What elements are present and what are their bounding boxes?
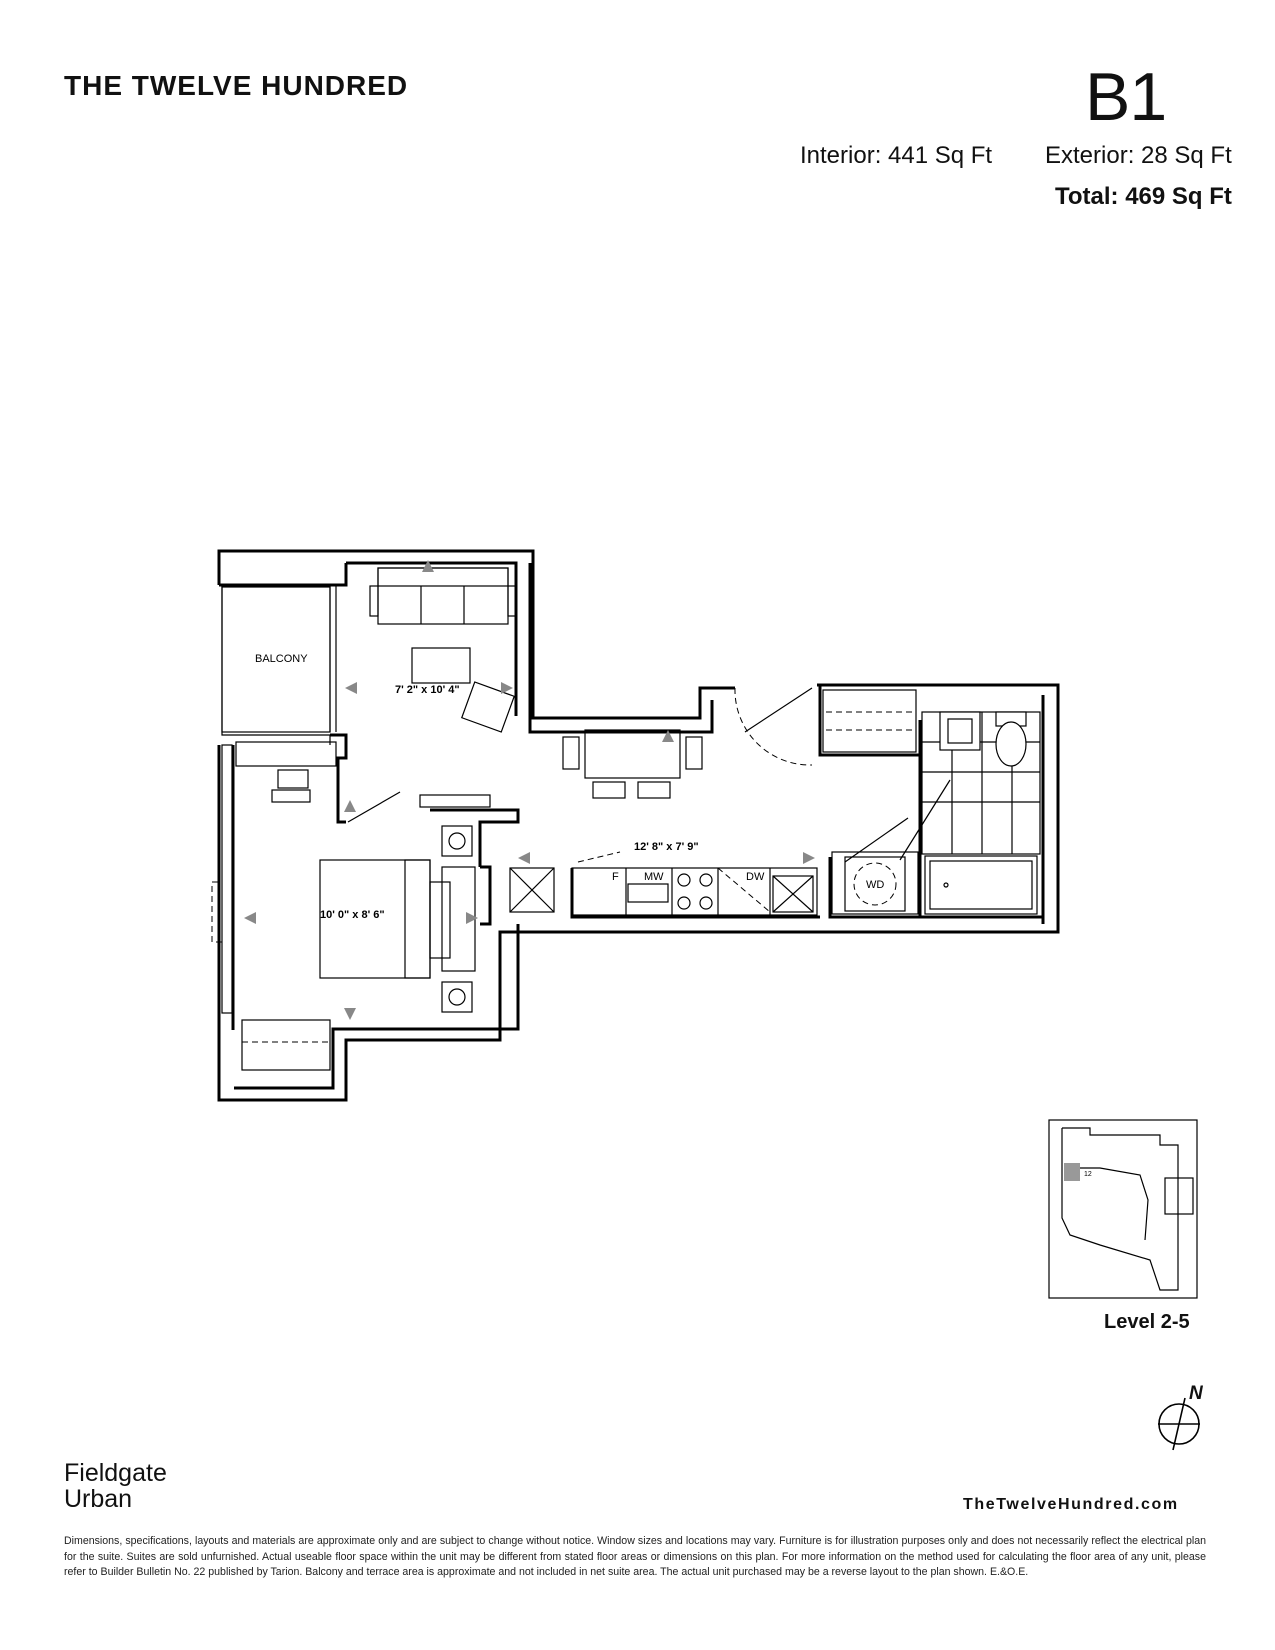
- entry-door: [744, 687, 813, 733]
- key-plan-level: Level 2-5: [1104, 1311, 1190, 1333]
- wd-label: WD: [866, 879, 884, 891]
- unit-name: B1: [1085, 59, 1167, 135]
- living-furniture: 7' 2" x 10' 4": [369, 567, 517, 733]
- bedroom-dims: 10' 0" x 8' 6": [320, 909, 385, 921]
- balcony: BALCONY: [221, 585, 337, 733]
- north-arrow-icon: [1158, 1397, 1200, 1451]
- developer-logo-line1: Fieldgate: [64, 1459, 167, 1487]
- fridge-label: F: [612, 871, 619, 883]
- website[interactable]: TheTwelveHundred.com: [963, 1496, 1179, 1513]
- exterior-walls: [217, 549, 1060, 1102]
- closet: [822, 689, 917, 753]
- mechanical-shaft: [509, 867, 555, 913]
- bedroom: 10' 0" x 8' 6": [211, 741, 491, 1071]
- balcony-label: BALCONY: [255, 653, 308, 665]
- disclaimer: Dimensions, specifications, layouts and …: [64, 1535, 1206, 1578]
- project-title: THE TWELVE HUNDRED: [64, 70, 409, 101]
- kitchen: F MW DW 12' 8" x 7' 9": [571, 841, 818, 916]
- laundry: WD: [831, 817, 919, 915]
- key-plan: 12: [1048, 1119, 1198, 1299]
- view-arrows: [244, 560, 815, 1020]
- dishwasher-label: DW: [746, 871, 765, 883]
- exterior-area: Exterior: 28 Sq Ft: [1045, 142, 1232, 169]
- living-dims: 7' 2" x 10' 4": [395, 684, 460, 696]
- interior-area: Interior: 441 Sq Ft: [800, 142, 993, 169]
- key-plan-suite-marker: 12: [1084, 1171, 1092, 1178]
- total-area: Total: 469 Sq Ft: [1055, 183, 1232, 210]
- kitchen-dims: 12' 8" x 7' 9": [634, 841, 699, 853]
- microwave-label: MW: [644, 871, 664, 883]
- bathroom: [899, 711, 1041, 915]
- north-label: N: [1189, 1383, 1203, 1404]
- dining-furniture: [562, 729, 703, 799]
- developer-logo-line2: Urban: [64, 1485, 133, 1513]
- entry-door-swing: [734, 687, 813, 766]
